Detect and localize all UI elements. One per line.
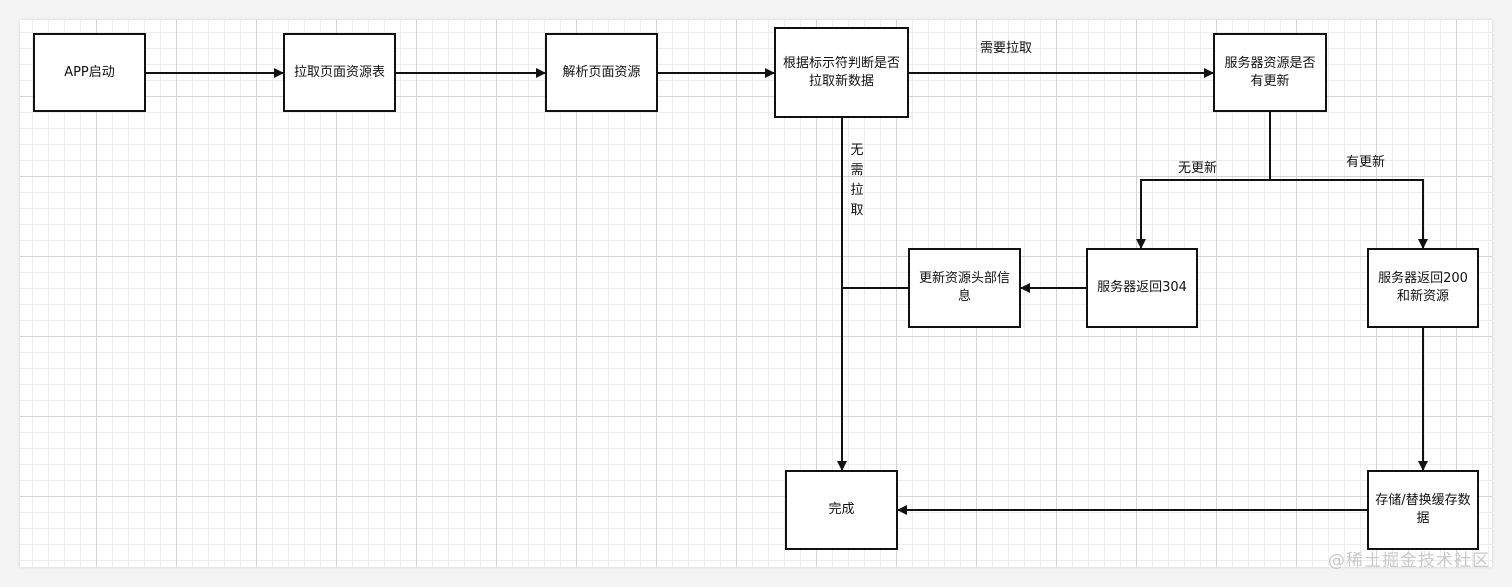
label-no-update: 无更新 [1178, 161, 1218, 176]
node-server-return-200: 服务器返回200和新资源 [1367, 248, 1479, 328]
label-has-update: 有更新 [1346, 155, 1386, 170]
node-server-check-update: 服务器资源是否有更新 [1213, 33, 1327, 112]
edge-split-to-304 [1136, 179, 1270, 249]
node-fetch-resource-table: 拉取页面资源表 [283, 33, 396, 112]
label-no-fetch: 无需拉取 [850, 143, 864, 218]
node-judge-fetch: 根据标示符判断是否拉取新数据 [774, 27, 909, 118]
node-app-start: APP启动 [33, 33, 146, 112]
edge-split-to-200 [1270, 179, 1428, 249]
node-update-resource-header: 更新资源头部信息 [908, 248, 1021, 328]
node-store-replace-cache: 存储/替换缓存数据 [1367, 470, 1479, 550]
node-parse-resources: 解析页面资源 [545, 33, 658, 112]
node-done: 完成 [785, 470, 898, 550]
watermark: @稀土掘金技术社区 [1328, 551, 1490, 571]
label-need-fetch: 需要拉取 [980, 41, 1033, 56]
node-server-return-304: 服务器返回304 [1086, 248, 1198, 328]
